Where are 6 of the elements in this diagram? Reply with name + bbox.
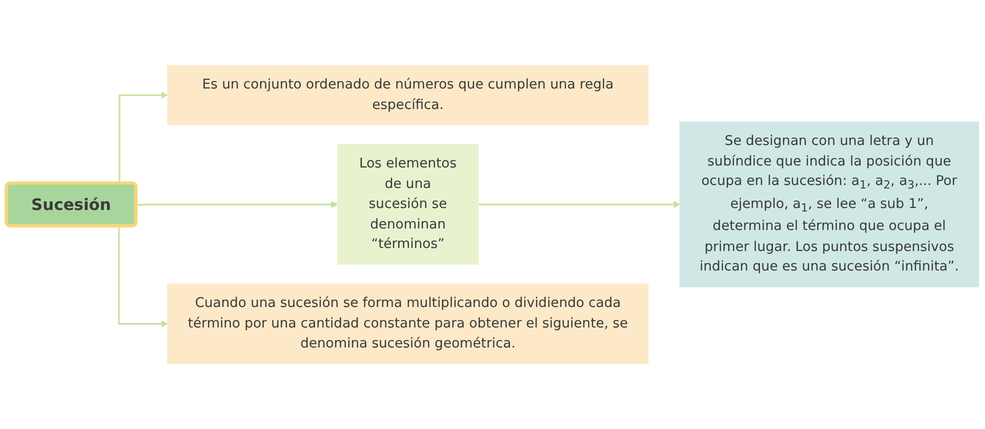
arrow [478, 200, 680, 208]
node-box: Es un conjunto ordenado de números que cumplen una regla específica. [167, 65, 649, 126]
node-box: Se designan con una letra y un subíndice que indica la posición que ocupa en la sucesión: a$_{1}$, a$_{2}$, a$_{3}$,... Por ejemplo, a$_{1}$, se lee “a sub 1”, determina el término que ocupa el primer lugar. Los puntos suspensivos indican que es una sucesión “infinita”. [679, 122, 980, 288]
arrow [136, 200, 338, 208]
node-box: Los elementos de una sucesión se denominan “términos” [337, 144, 479, 265]
node-box: Cuando una sucesión se forma multiplicando o dividiendo cada término por una cantidad constante para obtener el siguiente, se denomina sucesión geométrica. [167, 284, 649, 364]
